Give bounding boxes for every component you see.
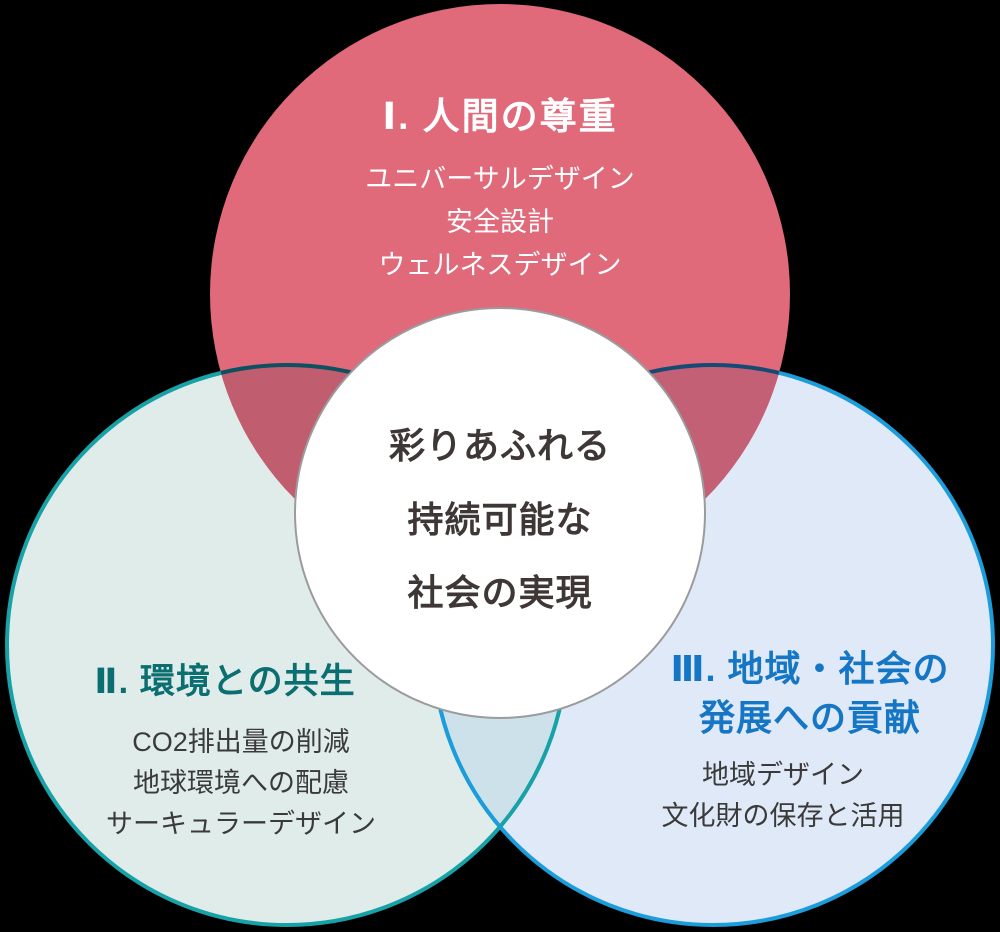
community-title-line1: Ⅲ. 地域・社会の: [670, 648, 950, 689]
human-circle-items: ユニバーサルデザイン 安全設計 ウェルネスデザイン: [0, 158, 1000, 287]
environment-circle-items: CO2排出量の削減 地球環境への配慮 サーキュラーデザイン: [21, 722, 461, 845]
human-item: 安全設計: [446, 207, 554, 237]
community-title-line2: 発展への貢献: [698, 697, 921, 738]
human-item: ウェルネスデザイン: [378, 250, 622, 280]
human-item: ユニバーサルデザイン: [365, 164, 635, 194]
environment-circle-title: Ⅱ. 環境との共生: [94, 662, 356, 701]
environment-border-under-human: [210, 363, 569, 584]
center-line: 彩りあふれる: [388, 425, 611, 466]
human-circle-title: Ⅰ. 人間の尊重: [382, 96, 618, 137]
community-circle-title: Ⅲ. 地域・社会の 発展への貢献: [640, 644, 980, 742]
community-item: 文化財の保存と活用: [661, 800, 905, 831]
center-circle-text: 彩りあふれる 持続可能な 社会の実現: [300, 409, 700, 630]
community-item: 地域デザイン: [702, 760, 864, 790]
community-border-under-human: [431, 363, 790, 584]
environment-item: CO2排出量の削減: [132, 727, 350, 757]
community-circle-items: 地域デザイン 文化財の保存と活用: [613, 755, 953, 836]
center-circle-shape: [294, 307, 706, 719]
center-line: 社会の実現: [407, 572, 593, 613]
environment-item: 地球環境への配慮: [133, 768, 349, 798]
environment-item: サーキュラーデザイン: [106, 809, 376, 839]
center-line: 持続可能な: [407, 498, 593, 540]
human-circle-text: Ⅰ. 人間の尊重 ユニバーサルデザイン 安全設計 ウェルネスデザイン: [0, 97, 1000, 287]
